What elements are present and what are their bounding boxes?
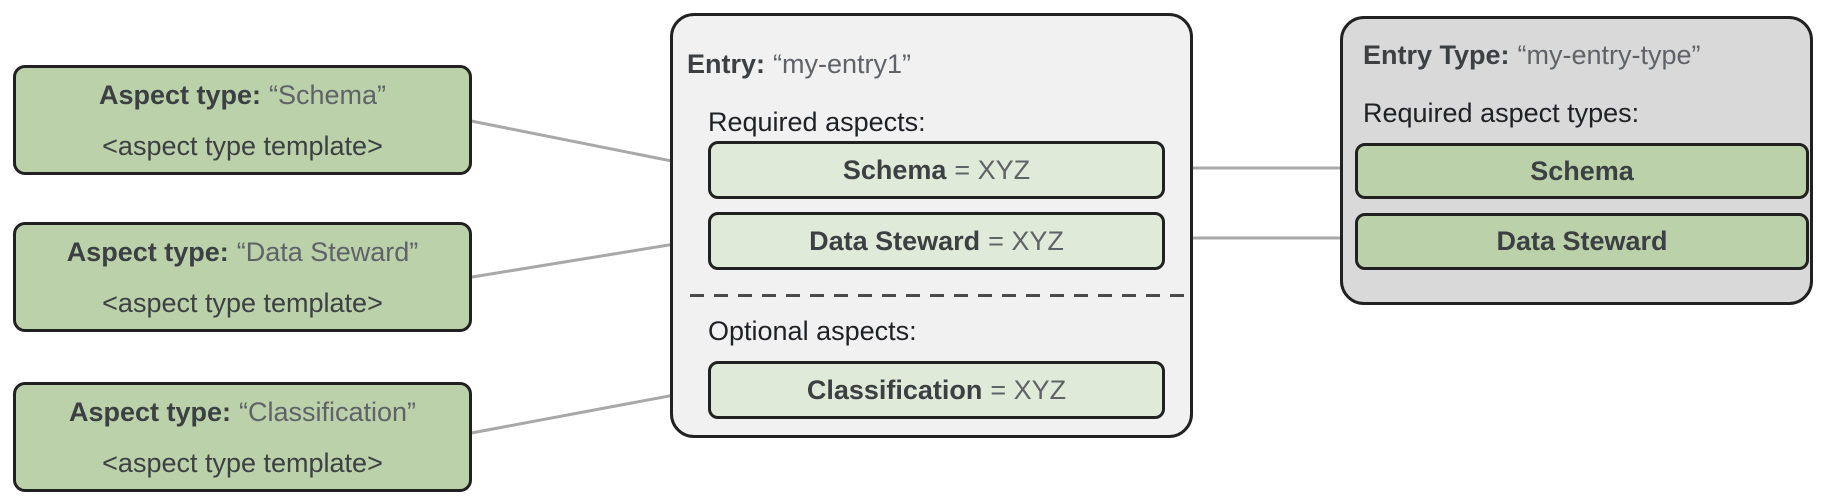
aspect-type-template: <aspect type template> xyxy=(102,287,383,318)
aspect-type-title: Aspect type:“Data Steward” xyxy=(67,238,419,266)
aspect-row-data-steward: Data Steward= XYZ xyxy=(708,212,1165,270)
aspect-type-title: Aspect type: “Classification” xyxy=(69,398,416,426)
entry-type-label: Entry Type: xyxy=(1363,40,1510,70)
aspect-type-row-schema: Schema xyxy=(1355,143,1809,199)
aspect-row-classification: Classification= XYZ xyxy=(708,361,1165,419)
aspect-type-template: <aspect type template> xyxy=(102,130,383,161)
aspect-type-box-classification: Aspect type: “Classification” <aspect typ… xyxy=(13,382,472,492)
required-aspects-label: Required aspects: xyxy=(708,107,926,137)
entry-label: Entry: xyxy=(687,49,766,79)
aspect-name: Schema xyxy=(842,154,947,185)
aspect-row-schema: Schema= XYZ xyxy=(708,141,1165,199)
aspect-value: = XYZ xyxy=(990,374,1067,405)
entry-type-name: “my-entry-type” xyxy=(1517,40,1701,70)
aspect-type-title: Aspect type: “Schema” xyxy=(99,81,386,109)
aspect-type-label: Aspect type: xyxy=(98,79,261,110)
aspect-name: Data Steward xyxy=(809,225,981,256)
aspect-type-box-schema: Aspect type: “Schema” <aspect type templa… xyxy=(13,65,472,175)
aspect-type-template: <aspect type template> xyxy=(102,447,383,478)
entry-box: Entry:“my-entry1” Required aspects: Sche… xyxy=(670,13,1193,438)
required-aspect-types-label: Required aspect types: xyxy=(1363,98,1640,128)
aspect-value: = XYZ xyxy=(988,225,1064,256)
aspect-type-label: Aspect type: xyxy=(66,236,229,267)
aspect-name: Classification xyxy=(806,374,983,405)
aspect-type-name: “Classification” xyxy=(239,396,417,427)
entry-title: Entry:“my-entry1” xyxy=(687,50,911,78)
entry-type-title: Entry Type:“my-entry-type” xyxy=(1363,41,1701,69)
entry-name: “my-entry1” xyxy=(773,49,912,79)
aspect-type-label: Aspect type: xyxy=(68,396,231,427)
aspect-type-box-data-steward: Aspect type:“Data Steward” <aspect type … xyxy=(13,222,472,332)
aspect-type-name: “Schema” xyxy=(269,79,387,110)
aspect-value: = XYZ xyxy=(954,154,1031,185)
entry-type-box: Entry Type:“my-entry-type” Required aspe… xyxy=(1340,16,1813,305)
aspect-type-name: “Data Steward” xyxy=(236,236,419,267)
aspect-type-row-data-steward: Data Steward xyxy=(1355,213,1809,270)
section-divider xyxy=(690,294,1184,297)
optional-aspects-label: Optional aspects: xyxy=(708,316,917,346)
